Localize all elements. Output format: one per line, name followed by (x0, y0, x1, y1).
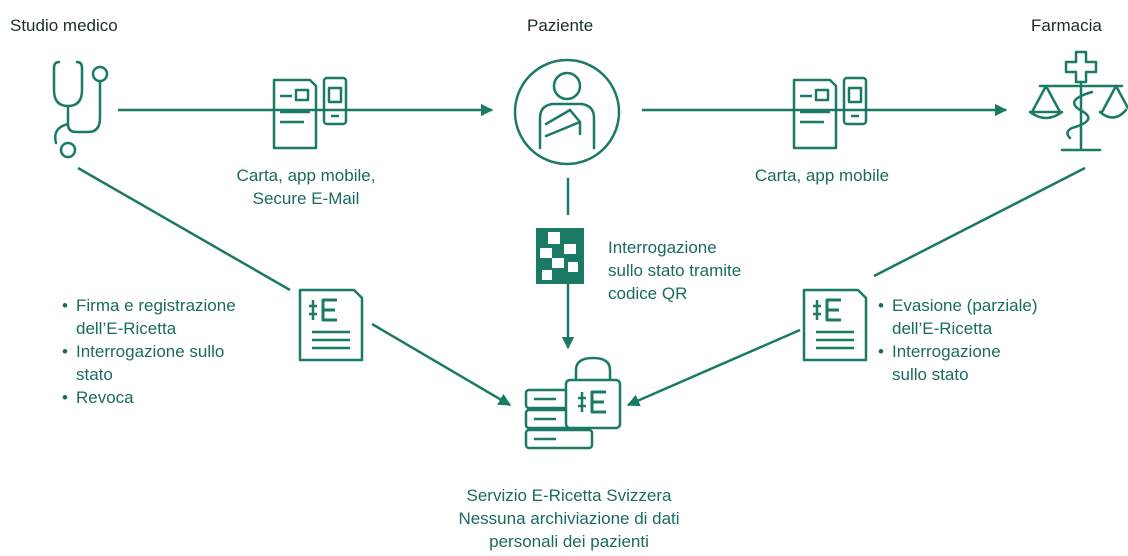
doctor-to-patient-channel: Carta, app mobile, Secure E-Mail (236, 166, 376, 208)
pharmacy-title: Farmacia (1031, 16, 1102, 35)
patient-title: Paziente (527, 16, 594, 35)
service-label: Servizio E-Ricetta Svizzera Nessuna arch… (458, 486, 680, 551)
qr-code-icon (536, 228, 584, 284)
line-pharmacy-to-doc (873, 166, 1086, 278)
secure-server-icon (524, 356, 622, 450)
patient-icon (513, 58, 621, 166)
arrow-pharmacy-to-service (626, 328, 801, 407)
e-prescription-doc-icon-left (298, 288, 364, 362)
document-phone-icon-right (792, 76, 868, 150)
doctor-action-revoke: Revoca (62, 386, 302, 409)
pharmacy-actions: Evasione (parziale)dell’E-Ricetta Interr… (878, 294, 1108, 386)
patient-to-pharmacy-channel: Carta, app mobile (754, 166, 890, 185)
pharmacy-action-dispense: Evasione (parziale)dell’E-Ricetta (878, 294, 1108, 340)
pharmacy-icon (1028, 50, 1128, 152)
stethoscope-icon (52, 60, 109, 159)
doctor-title: Studio medico (10, 16, 118, 35)
document-phone-icon-left (272, 76, 348, 150)
e-prescription-doc-icon-right (802, 288, 868, 362)
line-doctor-to-doc (77, 166, 291, 292)
arrow-doctor-to-service (371, 322, 512, 407)
qr-status-label: Interrogazione sullo stato tramite codic… (608, 238, 742, 303)
